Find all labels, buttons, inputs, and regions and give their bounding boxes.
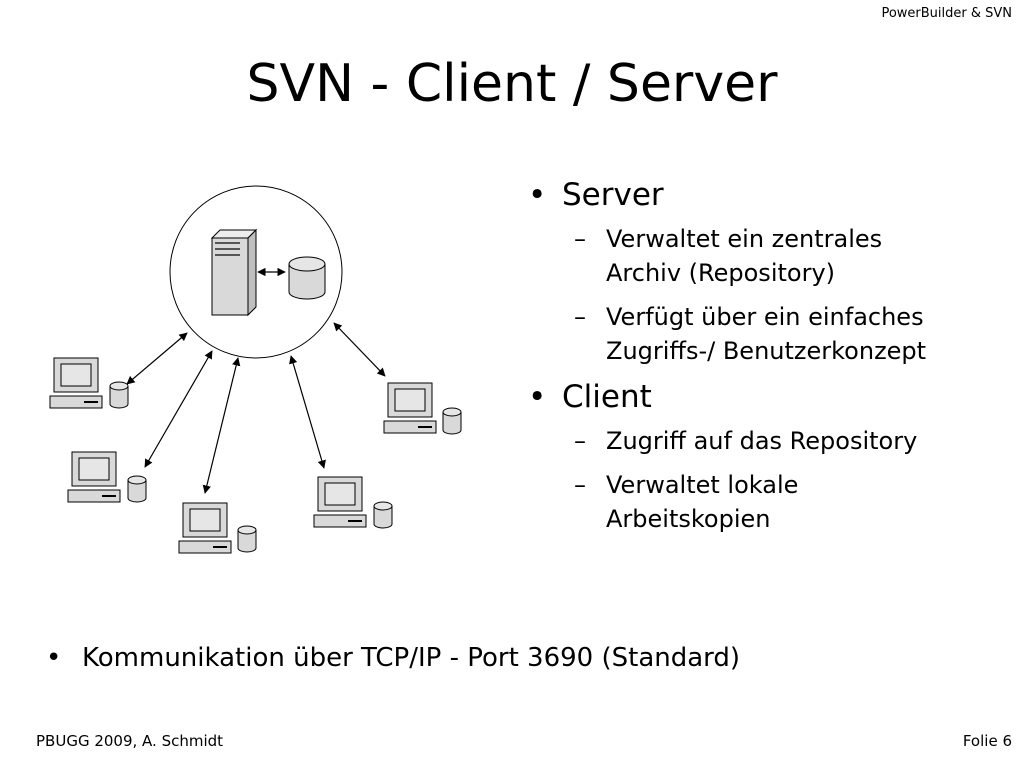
- sub-bullet: Verfügt über ein einfaches Zugriffs-/ Be…: [562, 300, 1002, 368]
- database-cylinder-icon: [373, 501, 393, 529]
- database-cylinder-icon: [109, 381, 129, 409]
- bullet-client: Client Zugriff auf das Repository Verwal…: [522, 378, 1002, 536]
- bullet-label: Server: [562, 177, 664, 213]
- database-cylinder-icon: [288, 256, 326, 300]
- bullet-label: Client: [562, 379, 652, 415]
- workstation-icon: [178, 502, 232, 554]
- client-4: [313, 476, 393, 529]
- workstation-icon: [313, 476, 367, 528]
- footer-slide-number: Folie 6: [962, 732, 1012, 750]
- database-cylinder-icon: [127, 475, 147, 503]
- client-5: [383, 382, 462, 435]
- workstation-icon: [49, 357, 103, 409]
- bullet-list: Server Verwaltet ein zentrales Archiv (R…: [522, 176, 1002, 546]
- connection-arrow: [202, 357, 241, 494]
- connection-arrow: [126, 332, 188, 385]
- database-cylinder-icon: [237, 525, 257, 553]
- bottom-bullet: • Kommunikation über TCP/IP - Port 3690 (…: [46, 638, 740, 678]
- connection-arrow: [289, 355, 326, 469]
- slide-title: SVN - Client / Server: [246, 54, 778, 114]
- client-2: [67, 451, 147, 503]
- client-1: [49, 357, 129, 409]
- workstation-icon: [67, 451, 121, 503]
- sub-bullet: Zugriff auf das Repository: [562, 424, 1002, 458]
- connection-arrow: [333, 322, 386, 377]
- bullet-server: Server Verwaltet ein zentrales Archiv (R…: [522, 176, 1002, 368]
- client-3: [178, 502, 257, 554]
- server-tower-icon: [210, 228, 258, 317]
- connection-arrow: [144, 350, 213, 468]
- sub-bullet: Verwaltet lokale Arbeitskopien: [562, 468, 1002, 536]
- footer-author: PBUGG 2009, A. Schmidt: [36, 732, 224, 750]
- header-topic: PowerBuilder & SVN: [881, 6, 1012, 21]
- client-server-diagram: [49, 185, 462, 554]
- workstation-icon: [383, 382, 437, 434]
- sub-bullet-list: Zugriff auf das Repository Verwaltet lok…: [562, 424, 1002, 536]
- sub-bullet: Verwaltet ein zentrales Archiv (Reposito…: [562, 222, 1002, 290]
- sub-bullet-list: Verwaltet ein zentrales Archiv (Reposito…: [562, 222, 1002, 368]
- bottom-bullet-text: Kommunikation über TCP/IP - Port 3690 (S…: [82, 643, 741, 673]
- connection-arrows: [126, 322, 386, 494]
- bullet-dot: •: [46, 643, 62, 673]
- database-cylinder-icon: [442, 407, 462, 435]
